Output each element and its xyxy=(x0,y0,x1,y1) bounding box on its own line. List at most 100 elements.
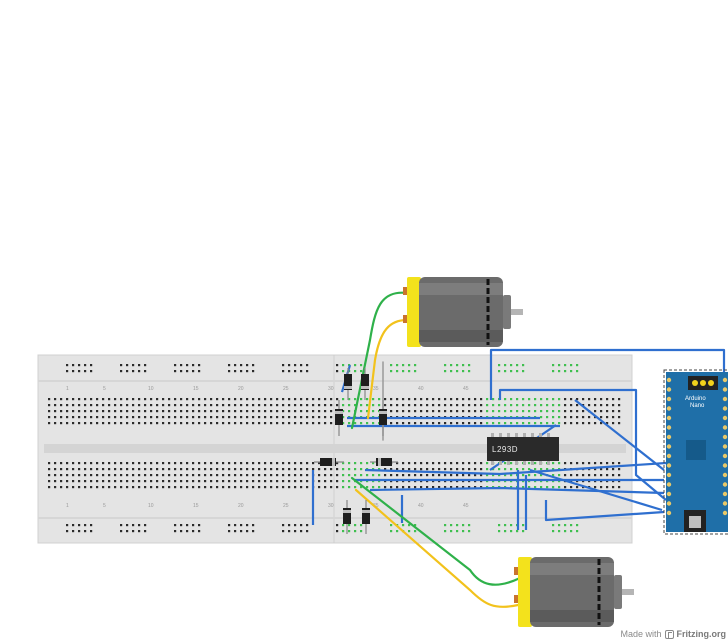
breadboard-hole xyxy=(396,410,399,413)
breadboard-hole xyxy=(234,422,237,425)
breadboard-hole xyxy=(564,422,567,425)
breadboard-hole xyxy=(78,480,81,483)
rail-hole xyxy=(576,370,579,373)
rail-hole xyxy=(240,364,243,367)
rail-hole xyxy=(504,524,507,527)
breadboard-hole xyxy=(372,468,375,471)
rail-hole xyxy=(354,530,357,533)
rail-hole xyxy=(558,524,561,527)
breadboard-hole xyxy=(324,422,327,425)
breadboard-hole xyxy=(516,398,519,401)
rail-hole xyxy=(246,524,249,527)
breadboard-hole xyxy=(558,416,561,419)
rail-hole xyxy=(198,524,201,527)
breadboard-hole xyxy=(192,486,195,489)
breadboard-hole xyxy=(564,404,567,407)
breadboard-hole xyxy=(264,480,267,483)
breadboard-hole xyxy=(60,474,63,477)
breadboard-hole xyxy=(324,468,327,471)
nano-pin xyxy=(722,434,728,440)
breadboard-hole xyxy=(342,480,345,483)
breadboard-hole xyxy=(132,416,135,419)
breadboard-hole xyxy=(552,404,555,407)
breadboard-hole xyxy=(384,474,387,477)
breadboard-hole xyxy=(180,486,183,489)
rail-hole xyxy=(66,524,69,527)
rail-hole xyxy=(240,524,243,527)
breadboard-hole xyxy=(120,474,123,477)
rail-hole xyxy=(360,370,363,373)
breadboard-hole xyxy=(168,486,171,489)
breadboard-hole xyxy=(570,398,573,401)
breadboard-hole xyxy=(204,410,207,413)
rail-hole xyxy=(198,370,201,373)
breadboard-hole xyxy=(210,404,213,407)
rail-hole xyxy=(144,370,147,373)
breadboard-hole xyxy=(240,398,243,401)
breadboard-hole xyxy=(606,416,609,419)
breadboard-hole xyxy=(300,410,303,413)
fritzing-site-link[interactable]: Fritzing.org xyxy=(676,629,727,639)
rail-hole xyxy=(138,364,141,367)
breadboard-hole xyxy=(120,468,123,471)
breadboard-hole xyxy=(318,468,321,471)
breadboard-hole xyxy=(108,416,111,419)
breadboard-hole xyxy=(150,468,153,471)
breadboard-hole xyxy=(246,398,249,401)
breadboard-hole xyxy=(450,462,453,465)
breadboard-hole xyxy=(258,480,261,483)
breadboard-hole xyxy=(390,410,393,413)
breadboard-hole xyxy=(474,462,477,465)
breadboard-hole xyxy=(552,468,555,471)
rail-hole xyxy=(336,530,339,533)
breadboard-hole xyxy=(168,398,171,401)
breadboard-hole xyxy=(204,486,207,489)
breadboard-hole xyxy=(576,474,579,477)
breadboard-hole xyxy=(228,404,231,407)
rail-hole xyxy=(246,370,249,373)
breadboard-hole xyxy=(132,422,135,425)
breadboard-hole xyxy=(438,486,441,489)
breadboard-hole xyxy=(540,404,543,407)
breadboard-hole xyxy=(342,474,345,477)
nano-pin xyxy=(666,415,672,421)
breadboard-hole xyxy=(180,474,183,477)
rail-hole xyxy=(516,364,519,367)
breadboard-hole xyxy=(462,474,465,477)
breadboard-hole xyxy=(540,422,543,425)
rail-hole xyxy=(234,530,237,533)
breadboard-hole xyxy=(540,398,543,401)
breadboard-hole xyxy=(420,474,423,477)
wire-blue-12 xyxy=(544,500,665,522)
diode-5 xyxy=(314,458,344,466)
breadboard-hole xyxy=(216,410,219,413)
rail-hole xyxy=(228,530,231,533)
rail-hole xyxy=(516,370,519,373)
breadboard-hole xyxy=(174,462,177,465)
rail-hole xyxy=(354,364,357,367)
nano-pin xyxy=(666,453,672,459)
breadboard-hole xyxy=(576,422,579,425)
rail-hole xyxy=(450,530,453,533)
column-number: 10 xyxy=(148,386,154,392)
breadboard-hole xyxy=(396,462,399,465)
breadboard-hole xyxy=(450,468,453,471)
breadboard-hole xyxy=(156,462,159,465)
breadboard-hole xyxy=(552,422,555,425)
breadboard-hole xyxy=(594,486,597,489)
breadboard-hole xyxy=(84,486,87,489)
breadboard-hole xyxy=(390,398,393,401)
breadboard-hole xyxy=(504,422,507,425)
breadboard-hole xyxy=(264,468,267,471)
column-number: 30 xyxy=(328,503,334,509)
breadboard-hole xyxy=(216,398,219,401)
nano-label-line2: Nano xyxy=(690,403,705,409)
breadboard-hole xyxy=(330,416,333,419)
arduino-nano: Arduino Nano xyxy=(663,369,728,535)
breadboard-hole xyxy=(504,404,507,407)
breadboard-hole xyxy=(522,486,525,489)
breadboard-hole xyxy=(312,468,315,471)
breadboard-hole xyxy=(516,422,519,425)
breadboard-hole xyxy=(300,398,303,401)
breadboard-hole xyxy=(528,462,531,465)
